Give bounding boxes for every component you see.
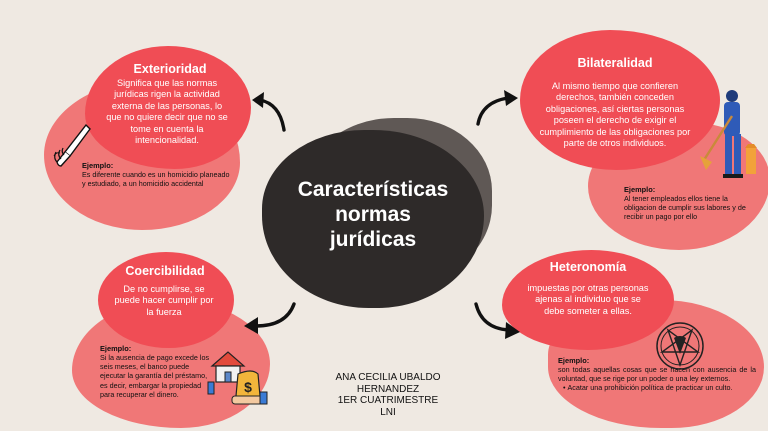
exterioridad-blob [85,46,251,169]
coercibilidad-blob [98,252,234,348]
svg-text:$: $ [244,379,252,395]
bilateralidad-example: Ejemplo: Al tener empleados ellos tiene … [624,185,759,222]
center-title-line-1: Características [297,178,449,201]
heteronomia-blob [502,250,674,350]
coercibilidad-title: Coercibilidad [125,264,205,278]
bilateralidad-blob [520,30,720,170]
knife-icon [53,123,91,167]
heteronomia-example-label: Ejemplo: [558,356,590,365]
house-money-icon: $ [207,351,268,405]
center-title: Características normas jurídicas [262,177,484,252]
heteronomia-description: impuestas por otras personas ajenas al i… [527,283,649,316]
coercibilidad-example-label: Ejemplo: [100,344,132,353]
author-term: 1ER CUATRIMESTRE [337,395,439,406]
heteronomia-example-text: son todas aquellas cosas que se hacen co… [558,365,756,384]
exterioridad-example: Ejemplo: Es diferente cuando es un homic… [82,161,232,188]
curved-arrow-icon [476,90,518,126]
coercibilidad-description: De no cumplirse, se puede hacer cumplir … [114,284,214,317]
center-title-line-2: normas [335,203,411,226]
author-program: LNI [380,406,396,418]
bilateralidad-description: Al mismo tiempo que confieren derechos, … [539,81,691,149]
author-name-line-2: HERNANDEZ [356,383,420,395]
curved-arrow-icon [474,302,520,339]
exterioridad-title: Exterioridad [133,62,207,76]
coercibilidad-example-text: Si la ausencia de pago excede los seis m… [100,353,210,399]
exterioridad-description: Significa que las normas jurídicas rigen… [106,78,228,146]
heteronomia-title: Heteronomía [549,260,627,274]
bilateralidad-example-text: Al tener empleados ellos tiene la obliga… [624,194,746,222]
author-name-line-1: ANA CECILIA UBALDO [335,372,441,383]
curved-arrow-icon [244,302,296,334]
heteronomia-example-bullet: • Acatar una prohibición política de pra… [563,383,733,393]
heteronomia-example-bullet-text: Acatar una prohibición política de pract… [567,383,733,393]
exterioridad-example-label: Ejemplo: [82,161,114,170]
pentagram-icon [656,322,704,370]
exterioridad-example-text: Es diferente cuando es un homicidio plan… [82,170,230,189]
curved-arrow-icon [252,92,286,132]
center-blob [262,130,484,308]
center-title-line-3: jurídicas [329,228,417,251]
bilateralidad-example-label: Ejemplo: [624,185,656,194]
bilateralidad-title: Bilateralidad [577,56,653,70]
author-block: ANA CECILIA UBALDO HERNANDEZ 1ER CUATRIM… [318,372,458,418]
heteronomia-example: Ejemplo: son todas aquellas cosas que se… [558,356,756,393]
coercibilidad-example: Ejemplo: Si la ausencia de pago excede l… [100,344,210,399]
janitor-icon [700,90,757,178]
